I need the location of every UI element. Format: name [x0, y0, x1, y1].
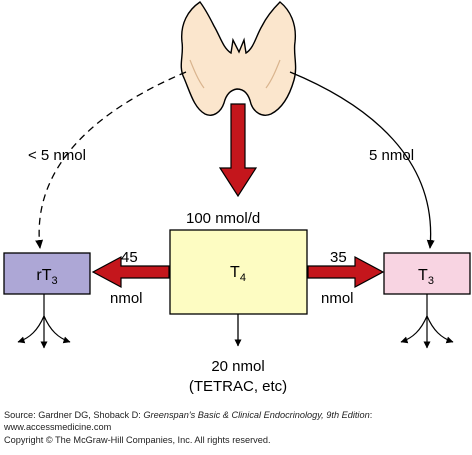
source-line: Source: Gardner DG, Shoback D: Greenspan…: [4, 409, 468, 434]
t4-to-rt3-arrow: [91, 255, 170, 289]
left-conversion-unit: nmol: [110, 290, 143, 307]
book-title: Greenspan's Basic & Clinical Endocrinolo…: [143, 410, 370, 420]
source-prefix: Source: Gardner DG, Shoback D:: [4, 410, 144, 420]
source-suffix: : www.accessmedicine.com: [4, 410, 373, 433]
thyroid-to-rt3-dashed-arrow: [35, 71, 187, 249]
bottom-amount-label: 20 nmol: [211, 358, 264, 375]
t4-label: T4: [230, 264, 246, 284]
t3-degradation-fan: [400, 294, 454, 349]
thyroid-secretion-arrow: [218, 103, 258, 198]
rt3-degradation-fan: [17, 294, 71, 349]
left-path-label: < 5 nmol: [28, 147, 86, 164]
source-caption: Source: Gardner DG, Shoback D: Greenspan…: [4, 409, 468, 446]
t3-label: T3: [418, 267, 434, 287]
bottom-note-label: (TETRAC, etc): [189, 378, 287, 395]
copyright-line: Copyright © The McGraw-Hill Companies, I…: [4, 434, 271, 445]
thyroid-to-t3-arrow: [289, 71, 435, 249]
right-conversion-unit: nmol: [321, 290, 354, 307]
right-conversion-number: 35: [330, 249, 347, 266]
thyroid-gland-icon: [180, 1, 297, 116]
thyroid-shading: [189, 59, 281, 89]
left-conversion-number: 45: [121, 249, 138, 266]
t4-to-t3-arrow: [307, 255, 385, 289]
rt3-label: rT3: [36, 267, 57, 287]
right-path-label: 5 nmol: [369, 147, 414, 164]
t3-box: [383, 252, 471, 295]
t4-production-label: 100 nmol/d: [186, 210, 260, 227]
rt3-box: [3, 252, 91, 295]
